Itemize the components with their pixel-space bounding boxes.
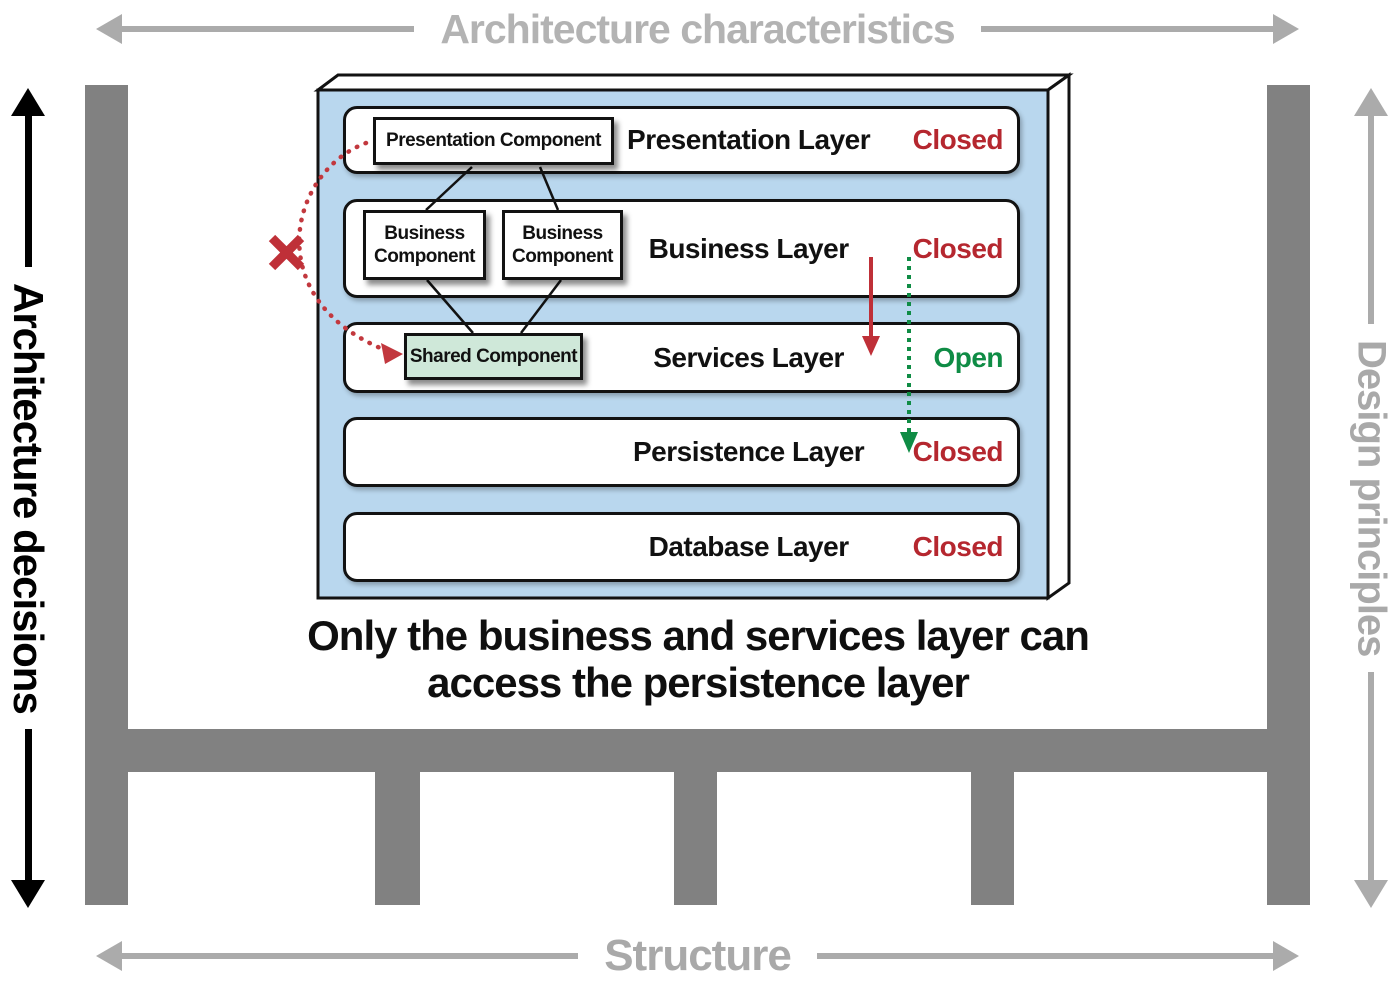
arrowhead-right-icon xyxy=(1273,941,1299,971)
left-arrow-icon xyxy=(96,14,415,44)
arrow-shaft xyxy=(980,26,1273,32)
status-badge: Closed xyxy=(912,124,1004,155)
right-arrow-icon xyxy=(816,941,1299,971)
frame-leg xyxy=(971,772,1014,905)
arrow-shaft xyxy=(24,729,32,880)
caption-line-1: Only the business and services layer can xyxy=(307,612,1090,659)
caption: Only the business and services layer can… xyxy=(198,612,1198,706)
right-axis-label: Design principles xyxy=(1349,339,1394,657)
layer-title: Database Layer xyxy=(648,531,850,562)
arrowhead-left-icon xyxy=(96,14,122,44)
arrowhead-up-icon xyxy=(11,88,45,116)
left-axis: Architecture decisions xyxy=(4,88,52,908)
panel-top-face xyxy=(313,73,1074,92)
bottom-axis: Structure xyxy=(96,930,1299,982)
layer-row-persistence: Persistence Layer Closed xyxy=(343,417,1020,487)
arrow-shaft xyxy=(24,116,32,267)
shared-component-box: Shared Component xyxy=(404,333,583,380)
frame-cross-beam xyxy=(85,729,1310,772)
left-axis-label: Architecture decisions xyxy=(5,282,52,714)
arrow-shaft xyxy=(816,953,1273,959)
arrowhead-left-icon xyxy=(96,941,122,971)
top-axis: Architecture characteristics xyxy=(96,6,1299,52)
arrow-shaft xyxy=(122,26,415,32)
layer-title: Presentation Layer xyxy=(627,124,871,155)
caption-line-2: access the persistence layer xyxy=(427,659,970,706)
layer-title: Persistence Layer xyxy=(632,436,865,467)
layer-title: Business Layer xyxy=(648,232,850,264)
top-axis-label: Architecture characteristics xyxy=(440,5,955,52)
layer-row-database: Database Layer Closed xyxy=(343,512,1020,582)
frame-left-post xyxy=(85,85,128,905)
frame-right-post xyxy=(1267,85,1310,905)
frame-leg xyxy=(674,772,717,905)
arrowhead-right-icon xyxy=(1273,14,1299,44)
status-badge: Closed xyxy=(912,531,1004,562)
status-badge: Open xyxy=(933,341,1003,373)
panel-side-face xyxy=(1046,72,1071,601)
business-component-box: Business Component xyxy=(502,210,623,280)
right-arrow-icon xyxy=(980,14,1299,44)
arrowhead-down-icon xyxy=(11,880,45,908)
status-badge: Closed xyxy=(912,436,1004,467)
arrowhead-up-icon xyxy=(1354,88,1388,116)
layer-title: Services Layer xyxy=(653,341,844,373)
x-icon xyxy=(268,234,305,271)
left-arrow-icon xyxy=(96,941,579,971)
arrow-shaft xyxy=(1368,116,1374,324)
arrow-shaft xyxy=(122,953,579,959)
x-icon xyxy=(268,234,305,271)
presentation-component-box: Presentation Component xyxy=(373,117,614,165)
arrowhead-down-icon xyxy=(1354,880,1388,909)
right-axis: Design principles xyxy=(1346,88,1396,909)
bottom-axis-label: Structure xyxy=(604,931,792,980)
frame-leg xyxy=(375,772,420,905)
status-badge: Closed xyxy=(912,232,1004,264)
arrow-shaft xyxy=(1368,672,1374,881)
business-component-box: Business Component xyxy=(363,210,486,280)
